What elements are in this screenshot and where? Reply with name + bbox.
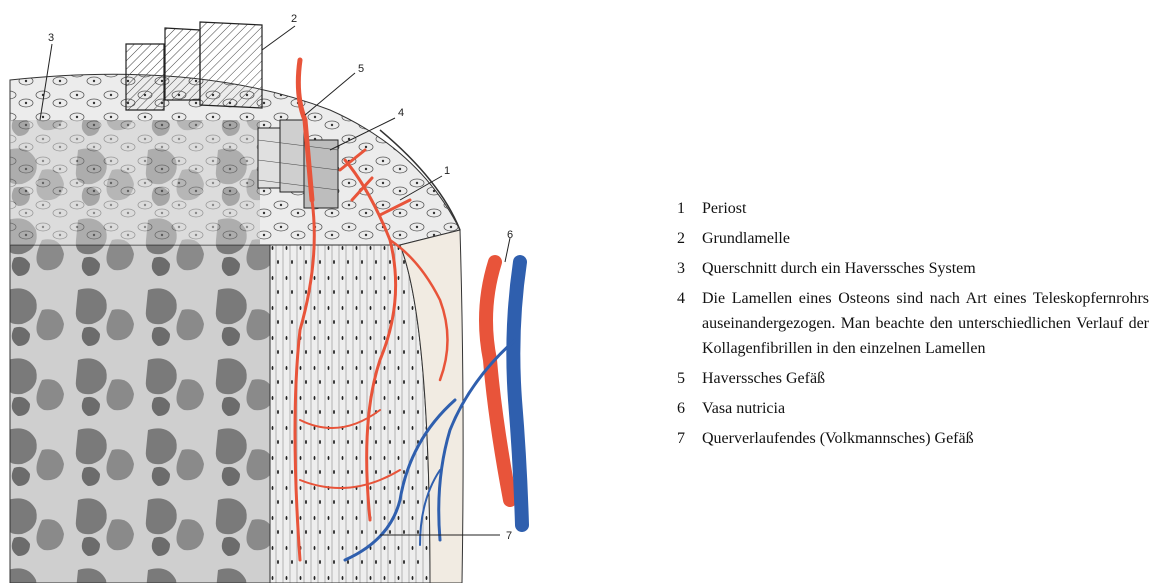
legend-number: 5 (677, 366, 702, 391)
legend-item: 4 Die Lamellen eines Osteons sind nach A… (677, 286, 1149, 361)
legend-number: 7 (677, 426, 702, 451)
legend-item: 1 Periost (677, 196, 1149, 221)
basic-lamellae-blocks (126, 22, 262, 110)
legend-text: Querschnitt durch ein Haverssches System (702, 256, 1149, 281)
legend-item: 3 Querschnitt durch ein Haverssches Syst… (677, 256, 1149, 281)
legend-item: 6 Vasa nutricia (677, 396, 1149, 421)
legend-number: 2 (677, 226, 702, 251)
figure-legend: 1 Periost 2 Grundlamelle 3 Querschnitt d… (677, 196, 1149, 456)
legend-text: Grundlamelle (702, 226, 1149, 251)
callout-4: 4 (398, 107, 404, 119)
legend-number: 1 (677, 196, 702, 221)
legend-text: Haverssches Gefäß (702, 366, 1149, 391)
legend-text: Querverlaufendes (Volkmannsches) Gefäß (702, 426, 1149, 451)
legend-item: 7 Querverlaufendes (Volkmannsches) Gefäß (677, 426, 1149, 451)
legend-item: 2 Grundlamelle (677, 226, 1149, 251)
callout-7: 7 (506, 530, 512, 542)
legend-text: Die Lamellen eines Osteons sind nach Art… (702, 286, 1149, 361)
legend-text: Vasa nutricia (702, 396, 1149, 421)
legend-number: 3 (677, 256, 702, 281)
legend-number: 4 (677, 286, 702, 361)
callout-1: 1 (444, 165, 450, 177)
spongy-bone-region (10, 245, 270, 583)
callout-2: 2 (291, 13, 297, 25)
callout-3: 3 (48, 32, 54, 44)
bone-structure-illustration: 3 2 5 4 1 6 7 (0, 0, 560, 583)
legend-text: Periost (702, 196, 1149, 221)
legend-item: 5 Haverssches Gefäß (677, 366, 1149, 391)
callout-5: 5 (358, 63, 364, 75)
callout-6: 6 (507, 229, 513, 241)
legend-number: 6 (677, 396, 702, 421)
